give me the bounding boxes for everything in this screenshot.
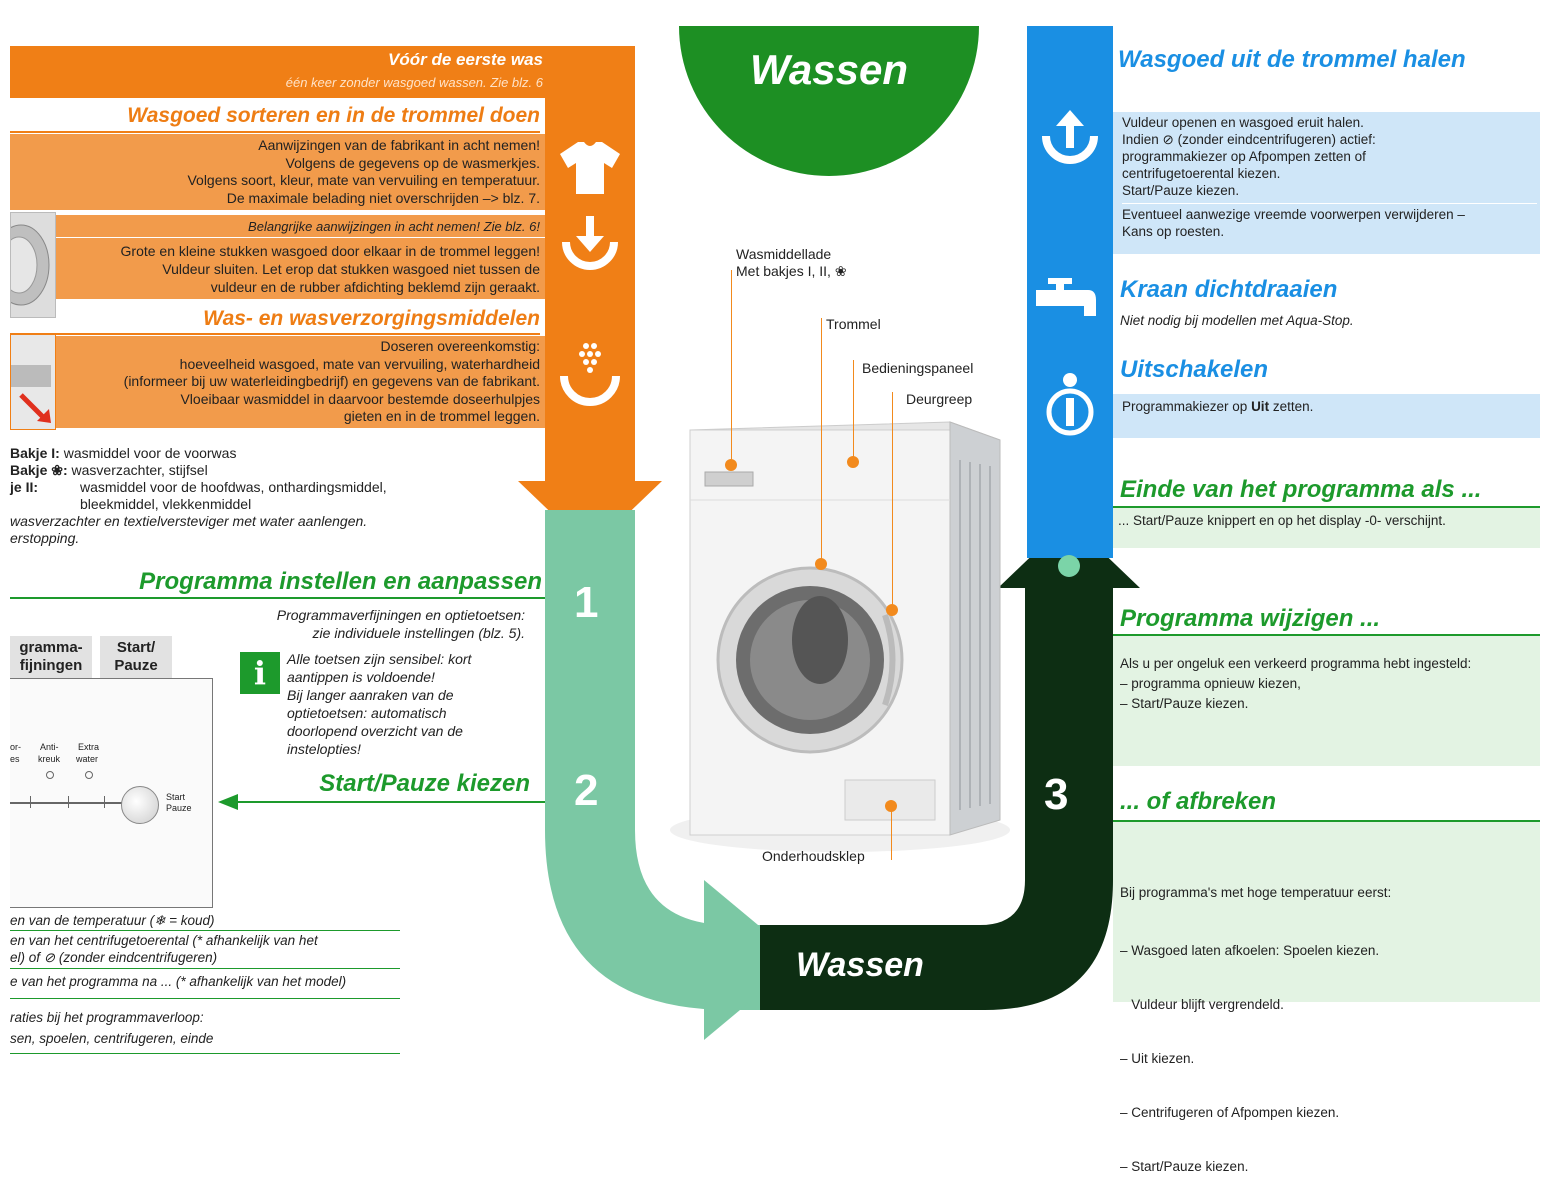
drum-image <box>0 212 56 318</box>
option-slider <box>10 802 122 804</box>
detergent-title: Was- en wasverzorgingsmiddelen <box>203 307 540 330</box>
load-box <box>55 215 545 299</box>
sort-title: Wasgoed sorteren en in de trommel doen <box>127 104 540 127</box>
info-note: Alle toetsen zijn sensibel: kort aantipp… <box>287 651 472 757</box>
washing-machine <box>670 421 1010 852</box>
label-handle: Deurgreep <box>906 391 973 407</box>
option-led <box>46 771 54 779</box>
step-3: 3 <box>1044 770 1069 819</box>
shirt-icon <box>558 138 622 196</box>
end-box <box>1113 508 1540 548</box>
off-title: Uitschakelen <box>1120 356 1269 383</box>
unload-up-icon <box>1040 108 1100 168</box>
control-panel <box>10 678 213 908</box>
tap-title: Kraan dichtdraaien <box>1120 276 1338 303</box>
abort-box <box>1113 822 1540 1002</box>
abort-lines: Bij programma's met hoge temperatuur eer… <box>1120 885 1392 1174</box>
tap-line: Niet nodig bij modellen met Aqua-Stop. <box>1120 313 1354 328</box>
first-wash-title: Vóór de eerste was <box>388 50 543 69</box>
abort-title: ... of afbreken <box>1120 788 1277 815</box>
step-2: 2 <box>574 766 599 815</box>
tab-refinements[interactable]: gramma-fijningen <box>10 636 92 681</box>
footnotes: en van de temperatuur (❄ = koud) en van … <box>10 912 400 1054</box>
off-line: Programmakiezer op Uit zetten. <box>1122 399 1314 414</box>
tap-icon <box>1036 276 1102 330</box>
top-wash-title: Wassen <box>750 46 908 93</box>
green-arrow-head <box>704 880 800 1040</box>
first-wash-sub: één keer zonder wasgoed wassen. Zie blz.… <box>285 75 543 90</box>
compartment-notes: Bakje I: wasmiddel voor de voorwas Bakje… <box>10 445 387 546</box>
bottom-wash-title: Wassen <box>796 946 924 984</box>
load-down-icon <box>558 212 622 276</box>
remove-title: Wasgoed uit de trommel halen <box>1118 46 1466 73</box>
power-info-icon <box>1044 372 1096 436</box>
refine-note: Programmaverfijningen en optietoetsen: z… <box>276 607 525 641</box>
start-pause-title: Start/Pauze kiezen <box>319 770 530 797</box>
program-title: Programma instellen en aanpassen <box>139 568 542 595</box>
end-line: ... Start/Pauze knippert en op het displ… <box>1118 513 1446 528</box>
change-lines: Als u per ongeluk een verkeerd programma… <box>1120 656 1472 711</box>
important-note: Belangrijke aanwijzingen in acht nemen! … <box>248 219 540 234</box>
detergent-icon <box>558 336 622 408</box>
change-box <box>1113 636 1540 766</box>
progress-dot <box>1058 555 1080 577</box>
label-panel: Bedieningspaneel <box>862 360 974 376</box>
sort-box <box>10 134 545 210</box>
detergent-lines: Doseren overeenkomstig: hoeveelheid wasg… <box>123 338 540 424</box>
step-1: 1 <box>574 578 599 627</box>
dispenser-image <box>10 334 56 430</box>
first-wash-bar <box>10 46 545 98</box>
dark-flow-band <box>760 588 1113 1010</box>
detergent-box <box>55 336 545 428</box>
load-lines: Grote en kleine stukken wasgoed door elk… <box>120 243 540 295</box>
label-drum: Trommel <box>826 316 881 332</box>
tab-start-pause[interactable]: Start/Pauze <box>100 636 172 681</box>
top-wash-circle <box>679 26 979 176</box>
remove-lines: Vuldeur openen en wasgoed eruit halen. I… <box>1122 114 1537 240</box>
end-title: Einde van het programma als ... <box>1120 476 1482 503</box>
info-icon: i <box>240 652 280 694</box>
remove-box <box>1113 112 1540 254</box>
label-service: Onderhoudsklep <box>762 848 865 864</box>
change-title: Programma wijzigen ... <box>1120 605 1381 632</box>
off-box <box>1113 394 1540 438</box>
green-flow-band <box>545 510 760 1010</box>
option-led <box>85 771 93 779</box>
sort-lines: Aanwijzingen van de fabrikant in acht ne… <box>187 137 540 206</box>
start-pause-button[interactable] <box>121 786 159 824</box>
